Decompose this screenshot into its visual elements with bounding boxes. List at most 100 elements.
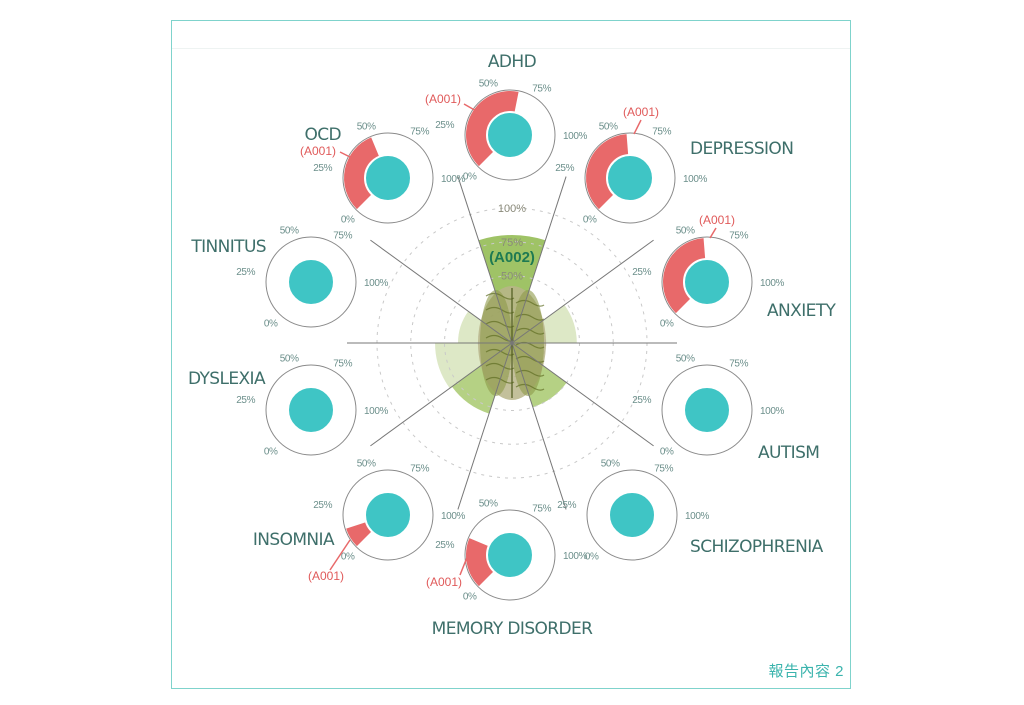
category-label: INSOMNIA xyxy=(253,530,335,550)
radar-spoke xyxy=(511,176,567,344)
gauge-tick-75: 75% xyxy=(333,231,352,242)
report-frame xyxy=(171,20,851,689)
gauge-tick-100: 100% xyxy=(364,406,388,417)
gauge-schizophrenia: 0% 25% 50% 75% 100% SCHIZOPHRENIA xyxy=(557,458,824,562)
code-leader-line xyxy=(459,554,469,576)
brain-fold xyxy=(485,320,515,328)
category-code: (A001) xyxy=(426,575,462,589)
gauge-fill xyxy=(346,522,372,547)
gauge-core xyxy=(287,386,335,434)
gauge-memory-disorder: 0% 25% 50% 75% 100% MEMORY DISORDER (A001) xyxy=(426,498,594,639)
gauge-ocd: 0%25%50%75%100%OCD(A001) xyxy=(300,121,466,225)
category-label: DEPRESSION xyxy=(690,139,793,159)
gauge-tick-100: 100% xyxy=(683,174,707,185)
radar-spoke xyxy=(457,176,513,344)
radar-spoke xyxy=(370,342,513,447)
radar-tick-50: 50% xyxy=(501,271,523,283)
code-leader-line xyxy=(339,151,353,159)
gauge-tick-0: 0% xyxy=(264,446,278,457)
category-label: ADHD xyxy=(488,52,537,72)
radar-tick-100: 100% xyxy=(498,203,526,215)
gauge-tick-75: 75% xyxy=(654,464,673,475)
gauge-tick-25: 25% xyxy=(236,267,255,278)
category-code: (A001) xyxy=(300,144,336,158)
code-leader-line xyxy=(709,227,717,239)
gauge-autism: 0%25%50%75%100%AUTISM xyxy=(632,353,820,463)
gauge-tick-25: 25% xyxy=(557,500,576,511)
gauge-anxiety: 0% 25% 50% 75% 100% ANXIETY (A001) xyxy=(632,213,837,329)
category-label: TINNITUS xyxy=(190,237,266,257)
gauge-tick-0: 0% xyxy=(463,591,477,602)
radar-spoke xyxy=(457,342,513,510)
category-label: SCHIZOPHRENIA xyxy=(690,537,824,557)
category-label: ANXIETY xyxy=(767,301,837,321)
gauge-tick-50: 50% xyxy=(676,225,695,236)
gauge-tick-50: 50% xyxy=(357,458,376,469)
brain-fold xyxy=(515,383,545,391)
gauge-tick-75: 75% xyxy=(532,504,551,515)
gauge-tick-75: 75% xyxy=(410,127,429,138)
gauge-tick-50: 50% xyxy=(479,498,498,509)
gauge-tick-100: 100% xyxy=(760,406,784,417)
gauge-tick-75: 75% xyxy=(652,127,671,138)
gauge-tick-25: 25% xyxy=(632,267,651,278)
category-label: AUTISM xyxy=(758,443,819,463)
gauge-core xyxy=(287,258,335,306)
category-label: DYSLEXIA xyxy=(188,369,266,389)
gauge-fill xyxy=(466,91,519,167)
brain-fold xyxy=(485,376,515,384)
gauge-tick-0: 0% xyxy=(341,551,355,562)
gauge-tick-25: 25% xyxy=(632,395,651,406)
gauge-core xyxy=(486,111,534,159)
gauge-tick-75: 75% xyxy=(333,359,352,370)
radar-spoke xyxy=(511,239,654,344)
gauge-core xyxy=(683,258,731,306)
gauge-tick-50: 50% xyxy=(280,353,299,364)
radar-spoke xyxy=(511,342,567,510)
category-code: (A001) xyxy=(699,213,735,227)
gauge-tick-100: 100% xyxy=(563,131,587,142)
category-code: (A001) xyxy=(425,92,461,106)
gauge-core xyxy=(486,531,534,579)
gauge-tinnitus: 0%25%50%75%100%TINNITUS xyxy=(190,225,389,329)
gauge-tick-50: 50% xyxy=(676,353,695,364)
category-code: (A001) xyxy=(623,105,659,119)
gauge-tick-75: 75% xyxy=(410,464,429,475)
brain-fold xyxy=(485,348,515,356)
gauge-tick-75: 75% xyxy=(532,84,551,95)
gauge-tick-50: 50% xyxy=(479,78,498,89)
gauge-tick-0: 0% xyxy=(660,446,674,457)
brain-fold xyxy=(515,327,545,335)
gauge-tick-100: 100% xyxy=(441,511,465,522)
gauge-core xyxy=(608,491,656,539)
gauge-tick-100: 100% xyxy=(760,278,784,289)
gauge-core xyxy=(683,386,731,434)
gauge-tick-25: 25% xyxy=(236,395,255,406)
gauge-depression: 0%25%50%75%100%DEPRESSION(A001) xyxy=(555,105,794,225)
gauge-tick-100: 100% xyxy=(563,551,587,562)
gauge-tick-0: 0% xyxy=(660,318,674,329)
brain-fold xyxy=(485,292,515,300)
category-label: MEMORY DISORDER xyxy=(432,619,593,639)
gauge-tick-50: 50% xyxy=(601,458,620,469)
gauge-tick-50: 50% xyxy=(599,121,618,132)
gauge-tick-0: 0% xyxy=(264,318,278,329)
category-code: (A001) xyxy=(308,569,344,583)
brain-fold xyxy=(515,299,545,307)
gauge-tick-0: 0% xyxy=(463,171,477,182)
gauge-tick-25: 25% xyxy=(435,120,454,131)
gauge-tick-0: 0% xyxy=(585,551,599,562)
gauge-tick-75: 75% xyxy=(729,231,748,242)
brain-fold xyxy=(485,306,515,314)
radar-tick-75: 75% xyxy=(501,237,523,249)
gauge-dyslexia: 0% 25% 50% 75% 100% DYSLEXIA xyxy=(188,353,389,457)
code-leader-line xyxy=(329,539,351,571)
radar-spoke xyxy=(370,239,513,344)
gauge-insomnia: 0%25%50%75%100%INSOMNIA(A001) xyxy=(253,458,466,583)
page-footer: 報告內容 2 xyxy=(768,663,844,680)
gauge-core xyxy=(606,154,654,202)
radar-highlight-code: (A002) xyxy=(489,249,535,266)
gauge-tick-0: 0% xyxy=(583,214,597,225)
category-label: OCD xyxy=(304,125,341,145)
